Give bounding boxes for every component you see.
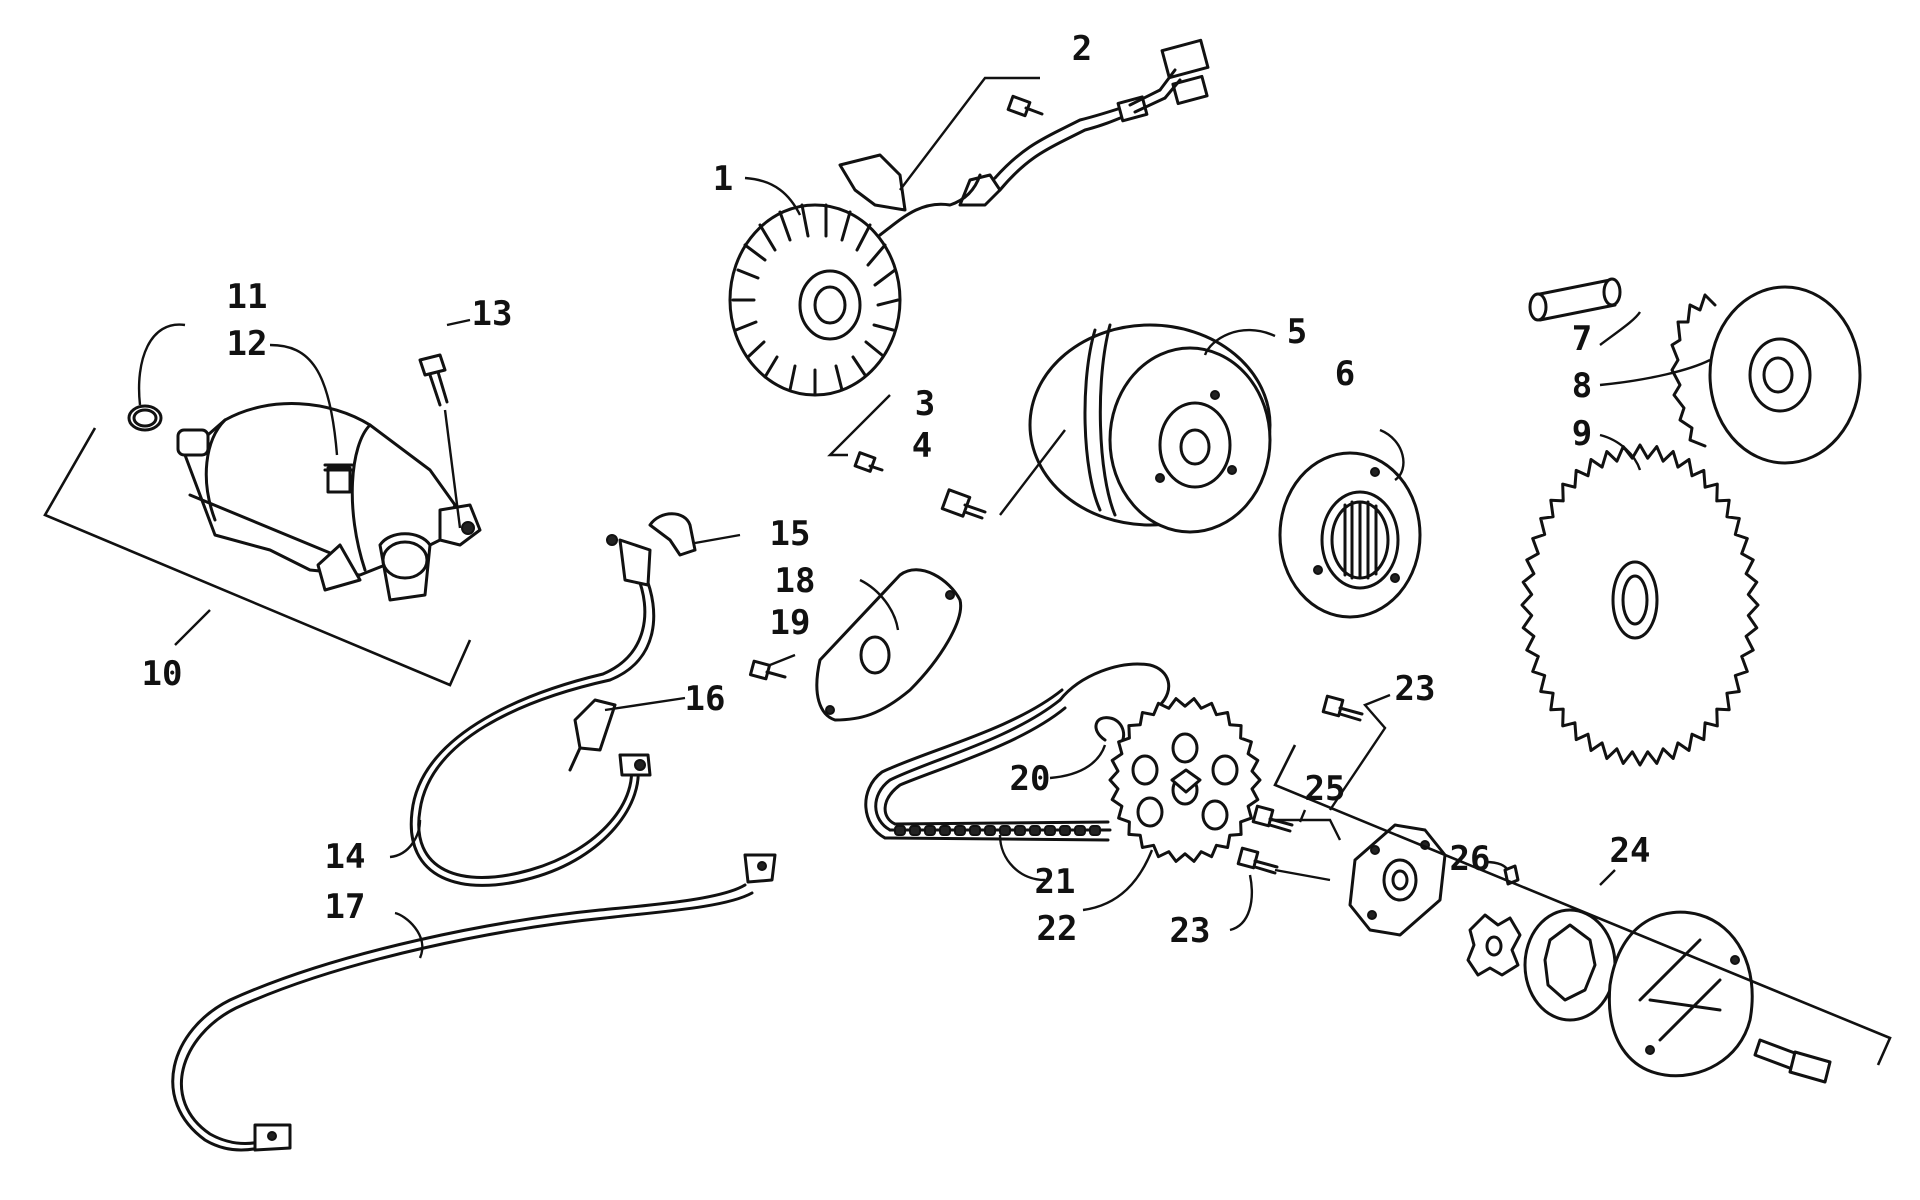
chain-link [1074,825,1086,836]
chain-link [1014,825,1026,836]
assembly-brackets [43,427,1892,1066]
oil-pump-part-24 [1348,823,1832,1084]
o-ring-part-11 [127,404,163,432]
sprocket-part-22 [1108,697,1262,863]
screw-part-2 [1006,94,1044,118]
callout-17: 17 [325,887,366,927]
chain-link [1059,825,1071,836]
flywheel-part-5 [1028,323,1272,534]
snap-ring-part-20 [1094,716,1126,747]
callout-19: 19 [770,603,811,643]
chain-link [909,825,921,836]
bolt-part-13 [418,353,449,407]
callout-8: 8 [1572,366,1592,406]
callout-26: 26 [1450,839,1491,879]
screw-part-23-lower [1236,846,1279,875]
callout-10: 10 [142,654,183,694]
callout-24: 24 [1610,831,1651,871]
callout-21: 21 [1035,862,1076,902]
chain-guard-part-18 [815,568,963,722]
callout-3: 3 [915,384,935,424]
callout-12: 12 [227,324,268,364]
screw-part-19 [748,659,787,681]
callout-14: 14 [325,837,366,877]
starter-clutch-part-6 [1278,451,1422,619]
callout-4: 4 [912,426,932,466]
ground-cable-part-17 [171,853,777,1152]
chain-link [1089,825,1101,836]
screw-part-3 [853,451,884,473]
callout-13: 13 [472,294,513,334]
chain-link [1029,825,1041,836]
callout-5: 5 [1287,312,1307,352]
callout-23-upper: 23 [1395,669,1436,709]
leader-lines [137,76,1711,959]
shaft-part-7 [1528,277,1622,322]
callout-labels: 1 2 3 4 5 6 7 8 9 10 11 12 13 14 15 16 1… [142,29,1651,951]
drive-chain-part-21 [864,662,1171,842]
stator-part-1 [728,38,1210,397]
chain-link [954,825,966,836]
chain-link [999,825,1011,836]
callout-23-lower: 23 [1170,911,1211,951]
callout-2: 2 [1072,29,1092,69]
callout-6: 6 [1335,354,1355,394]
sprocket-gear-part-9 [1520,443,1760,767]
terminal-cover-part-16 [568,698,617,772]
callout-11: 11 [227,277,268,317]
callout-20: 20 [1010,759,1051,799]
callout-25: 25 [1305,769,1346,809]
bracket-part-10 [43,427,472,687]
screw-part-25 [1251,804,1294,833]
callout-16: 16 [685,679,726,719]
callout-18: 18 [775,561,816,601]
callout-15: 15 [770,514,811,554]
bolt-part-4 [940,488,987,520]
callout-7: 7 [1572,319,1592,359]
battery-cable-part-14 [409,534,656,887]
bracket-part-24 [1273,744,1892,1066]
callout-1: 1 [713,159,733,199]
starter-motor-part-10 [176,402,482,602]
gear-part-8 [1670,285,1862,465]
chain-link [894,825,906,836]
screw-part-23-upper [1321,694,1364,722]
callout-22: 22 [1037,909,1078,949]
chain-link [924,825,936,836]
terminal-cap-part-15 [648,512,697,557]
chain-link [1044,825,1056,836]
chain-link [984,825,996,836]
chain-link [939,825,951,836]
callout-9: 9 [1572,414,1592,454]
chain-link [969,825,981,836]
